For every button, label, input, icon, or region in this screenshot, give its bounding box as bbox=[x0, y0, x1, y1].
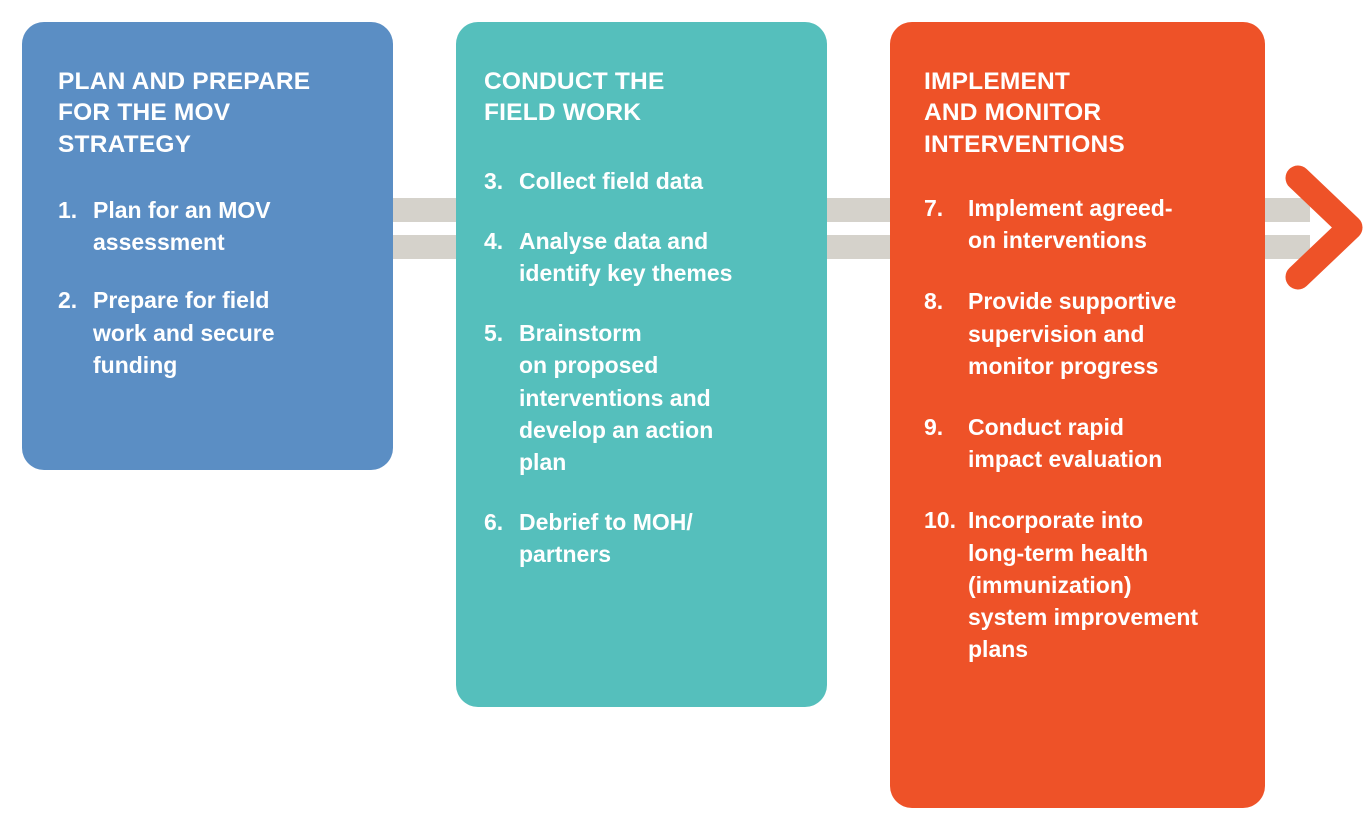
list-item: 3. Collect field data bbox=[484, 165, 801, 197]
list-item: 8. Provide supportive supervision and mo… bbox=[924, 285, 1243, 382]
step-number: 9. bbox=[924, 414, 944, 441]
list-item: 9. Conduct rapid impact evaluation bbox=[924, 411, 1243, 475]
list-item: 1. Plan for an MOV assessment bbox=[58, 194, 363, 258]
step-number: 5. bbox=[484, 320, 504, 347]
step-number: 7. bbox=[924, 195, 944, 222]
list-item: 5. Brainstorm on proposed interventions … bbox=[484, 317, 801, 478]
list-item: 7. Implement agreed- on interventions bbox=[924, 192, 1243, 256]
step-text: Plan for an MOV assessment bbox=[93, 197, 271, 256]
stage-title: IMPLEMENT AND MONITOR INTERVENTIONS bbox=[924, 68, 1125, 158]
step-text: Brainstorm on proposed interventions and… bbox=[519, 320, 714, 476]
step-text: Debrief to MOH/ partners bbox=[519, 509, 693, 568]
step-number: 3. bbox=[484, 167, 504, 194]
step-list: 7. Implement agreed- on interventions 8.… bbox=[924, 192, 1243, 665]
step-number: 2. bbox=[58, 287, 78, 314]
step-text: Implement agreed- on interventions bbox=[968, 195, 1173, 254]
stage-card-implement-and-monitor: IMPLEMENT AND MONITOR INTERVENTIONS 7. I… bbox=[890, 22, 1265, 808]
step-text: Collect field data bbox=[519, 167, 704, 194]
step-text: Conduct rapid impact evaluation bbox=[968, 414, 1163, 473]
stage-card-conduct-field-work: CONDUCT THE FIELD WORK 3. Collect field … bbox=[456, 22, 827, 707]
list-item: 10. Incorporate into long-term health (i… bbox=[924, 504, 1243, 665]
step-number: 8. bbox=[924, 288, 944, 315]
step-number: 10. bbox=[924, 507, 956, 534]
list-item: 4. Analyse data and identify key themes bbox=[484, 225, 801, 289]
step-text: Provide supportive supervision and monit… bbox=[968, 288, 1177, 379]
stage-title: PLAN AND PREPARE FOR THE MOV STRATEGY bbox=[58, 68, 311, 158]
step-text: Incorporate into long-term health (immun… bbox=[968, 507, 1199, 663]
step-number: 4. bbox=[484, 227, 504, 254]
step-text: Analyse data and identify key themes bbox=[519, 227, 733, 287]
chevron-right-icon bbox=[1285, 165, 1363, 290]
stage-title: CONDUCT THE FIELD WORK bbox=[484, 68, 665, 127]
step-number: 6. bbox=[484, 509, 504, 536]
step-list: 3. Collect field data 4. Analyse data an… bbox=[484, 165, 801, 571]
list-item: 6. Debrief to MOH/ partners bbox=[484, 506, 801, 570]
step-list: 1. Plan for an MOV assessment 2. Prepare… bbox=[58, 194, 363, 381]
step-text: Prepare for field work and secure fundin… bbox=[93, 287, 275, 378]
stage-card-plan-and-prepare: PLAN AND PREPARE FOR THE MOV STRATEGY 1.… bbox=[22, 22, 393, 470]
list-item: 2. Prepare for field work and secure fun… bbox=[58, 284, 363, 381]
step-number: 1. bbox=[58, 197, 78, 224]
